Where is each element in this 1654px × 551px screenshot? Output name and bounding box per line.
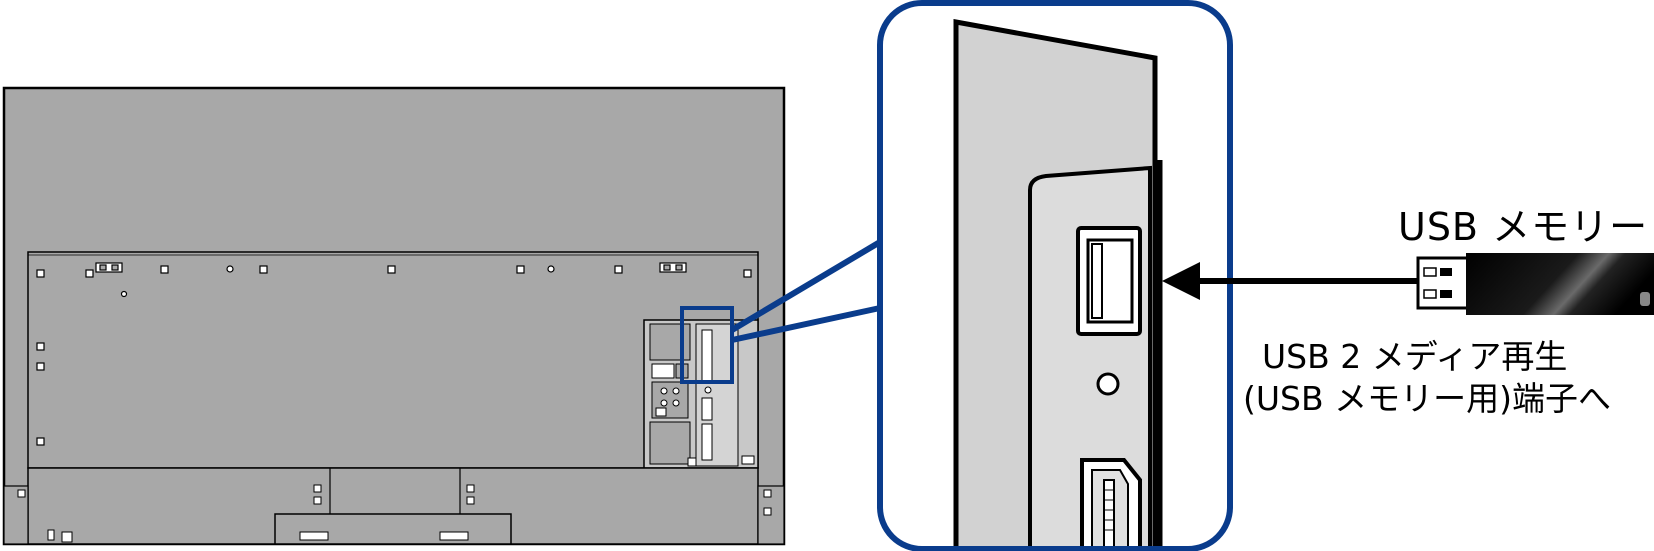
port-indicator-circle [1096,372,1120,396]
usb-memory-label: USB メモリー [1398,205,1649,249]
terminal-panel [643,319,759,469]
highlight-box [680,306,734,384]
tv-stand [3,467,785,545]
wall-mount-bracket-right [659,262,687,273]
wall-mount-bracket-left [95,262,123,273]
arrow-left-icon [1162,262,1418,300]
callout-connector [730,239,882,343]
tv-back [2,86,786,546]
zoom-callout [877,0,1233,551]
hdmi-port [1080,458,1142,549]
usb-port-label-line1: USB 2 メディア再生 [1262,337,1568,376]
tv-back-inner-panel [27,251,759,469]
usb-memory-stick [1416,253,1654,315]
callout-border [877,0,1233,551]
usb-port-label-line2: (USB メモリー用)端子へ [1243,379,1611,418]
usb-port [1076,226,1142,336]
screw-holes-top [36,265,752,298]
